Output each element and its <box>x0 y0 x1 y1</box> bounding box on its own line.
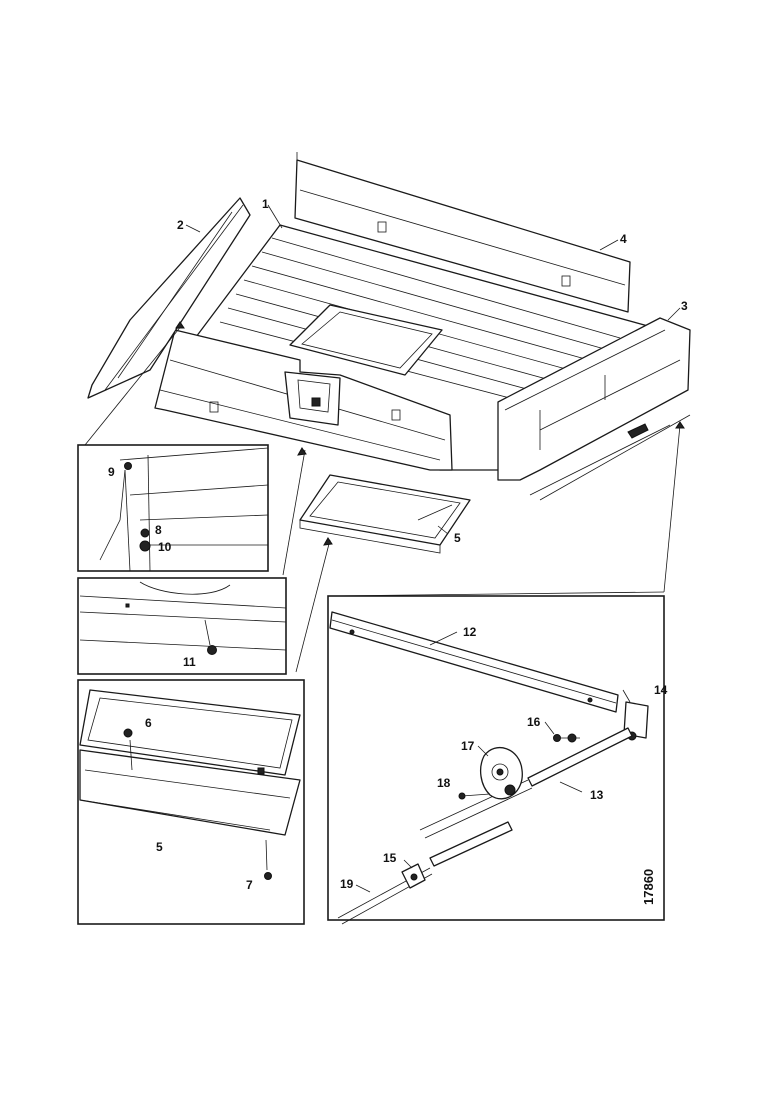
right-sill <box>497 317 691 481</box>
callout-10: 10 <box>158 540 172 554</box>
callout-16: 16 <box>527 715 541 729</box>
detail-box-a <box>77 444 269 572</box>
callout-9: 9 <box>108 465 115 479</box>
rear-panel <box>294 159 631 313</box>
detail-box-b <box>77 577 287 675</box>
callout-18: 18 <box>437 776 451 790</box>
floor-tray <box>299 474 471 554</box>
detail-box-d <box>327 595 665 925</box>
callout-19: 19 <box>340 877 354 891</box>
callout-3: 3 <box>681 299 688 313</box>
callout-13: 13 <box>590 788 604 802</box>
callout-7: 7 <box>246 878 253 892</box>
callout-5-detail: 5 <box>156 840 163 854</box>
callout-12: 12 <box>463 625 477 639</box>
callout-11: 11 <box>183 655 196 669</box>
callout-1: 1 <box>262 197 269 211</box>
callout-4: 4 <box>620 232 627 246</box>
callout-14: 14 <box>654 683 668 697</box>
left-sill <box>87 197 251 399</box>
callout-17: 17 <box>461 739 475 753</box>
callout-15: 15 <box>383 851 397 865</box>
callout-5-main: 5 <box>454 531 461 545</box>
callout-6: 6 <box>145 716 152 730</box>
callout-2: 2 <box>177 218 184 232</box>
detail-box-c <box>77 679 305 925</box>
floor-assembly <box>87 152 691 501</box>
callout-8: 8 <box>155 523 162 537</box>
reference-code: 17860 <box>641 869 656 905</box>
